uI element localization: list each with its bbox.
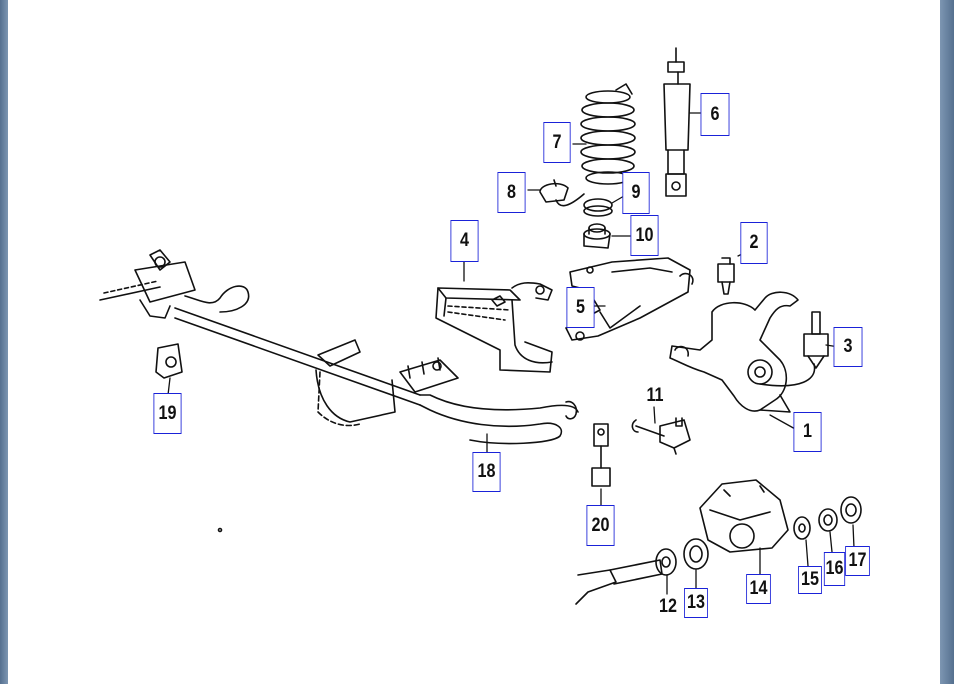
- callout-19[interactable]: 19: [153, 393, 182, 434]
- callout-17[interactable]: 17: [845, 546, 870, 576]
- callout-20[interactable]: 20: [586, 505, 615, 546]
- callout-9[interactable]: 9: [622, 172, 650, 214]
- callout-12[interactable]: 12: [659, 596, 677, 617]
- window-frame-right: [940, 0, 954, 684]
- callout-6[interactable]: 6: [700, 93, 730, 136]
- callout-1[interactable]: 1: [793, 412, 822, 452]
- callout-2[interactable]: 2: [740, 222, 768, 264]
- radius-arm-drawing: [435, 282, 553, 373]
- callout-3[interactable]: 3: [833, 327, 863, 367]
- ball-joint-drawing: [717, 257, 829, 369]
- axle-and-bearings-drawing: [217, 479, 862, 605]
- callout-10[interactable]: 10: [630, 215, 659, 256]
- callout-15[interactable]: 15: [798, 566, 822, 594]
- window-frame-left: [0, 0, 8, 684]
- spindle-knuckle-drawing: [669, 291, 816, 413]
- callout-7[interactable]: 7: [543, 122, 571, 163]
- callout-14[interactable]: 14: [746, 574, 771, 604]
- shock-absorber-drawing: [663, 47, 691, 197]
- coil-spring-drawing: [580, 83, 636, 185]
- callout-13[interactable]: 13: [684, 588, 708, 618]
- tie-rod-end-drawing: [631, 417, 691, 455]
- sway-link-drawing: [591, 423, 611, 487]
- callout-8[interactable]: 8: [497, 172, 526, 213]
- spring-insulator-parts-drawing: [539, 179, 613, 249]
- callout-4[interactable]: 4: [450, 220, 479, 262]
- leader-lines: [167, 112, 855, 595]
- callout-18[interactable]: 18: [472, 452, 501, 492]
- callout-16[interactable]: 16: [823, 552, 846, 586]
- stabilizer-bar-drawing: [99, 249, 579, 445]
- callout-5[interactable]: 5: [566, 287, 595, 328]
- callout-11: 11: [646, 385, 664, 406]
